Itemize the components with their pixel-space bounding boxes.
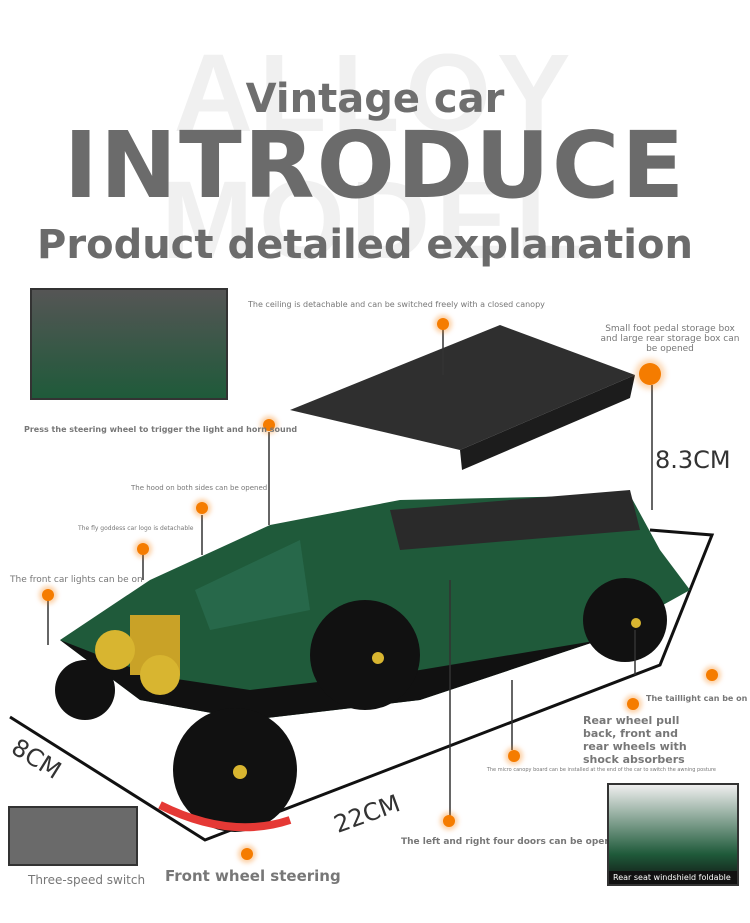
page-title: INTRODUCE <box>63 112 687 219</box>
callout-dot <box>42 589 54 601</box>
callout-dot <box>627 698 639 710</box>
subtitle: Vintage car <box>245 76 505 122</box>
car-illustration <box>9 325 715 842</box>
label-windshield: Rear seat windshield foldable <box>609 871 737 884</box>
callout-logo: The fly goddess car logo is detachable <box>78 525 194 532</box>
watermark: ALLOY MODEL <box>161 32 589 282</box>
callout-doors: The left and right four doors can be ope… <box>401 837 624 847</box>
callout-dot <box>263 419 275 431</box>
dimension-height: 8.3CM <box>655 446 731 474</box>
steering-wheel-inset <box>30 288 228 400</box>
callout-dot <box>137 543 149 555</box>
callout-dot <box>437 318 449 330</box>
heading: Product detailed explanation <box>37 222 693 268</box>
callout-steering-wheel: Press the steering wheel to trigger the … <box>24 425 298 434</box>
windshield-inset: Rear seat windshield foldable <box>607 783 739 886</box>
dimension-lines <box>9 528 715 842</box>
callout-taillight: The taillight can be on <box>646 694 748 703</box>
label-front-steering: Front wheel steering <box>165 867 341 885</box>
label-three-speed: Three-speed switch <box>28 873 146 887</box>
callout-dot <box>443 815 455 827</box>
canopy <box>290 325 635 450</box>
callout-front-lights: The front car lights can be on <box>10 575 143 585</box>
callout-storage: Small foot pedal storage box and large r… <box>600 324 740 354</box>
callout-dot <box>706 669 718 681</box>
callout-dot <box>196 502 208 514</box>
callout-ceiling: The ceiling is detachable and can be swi… <box>248 300 545 309</box>
callout-hood: The hood on both sides can be opened <box>131 484 268 492</box>
callout-dot <box>639 363 661 385</box>
callout-dot <box>508 750 520 762</box>
callout-rear-wheel: Rear wheel pull back, front and rear whe… <box>583 714 687 766</box>
callout-canopy-board: The micro canopy board can be installed … <box>486 767 716 773</box>
switch-inset <box>8 806 138 866</box>
callout-dot <box>241 848 253 860</box>
